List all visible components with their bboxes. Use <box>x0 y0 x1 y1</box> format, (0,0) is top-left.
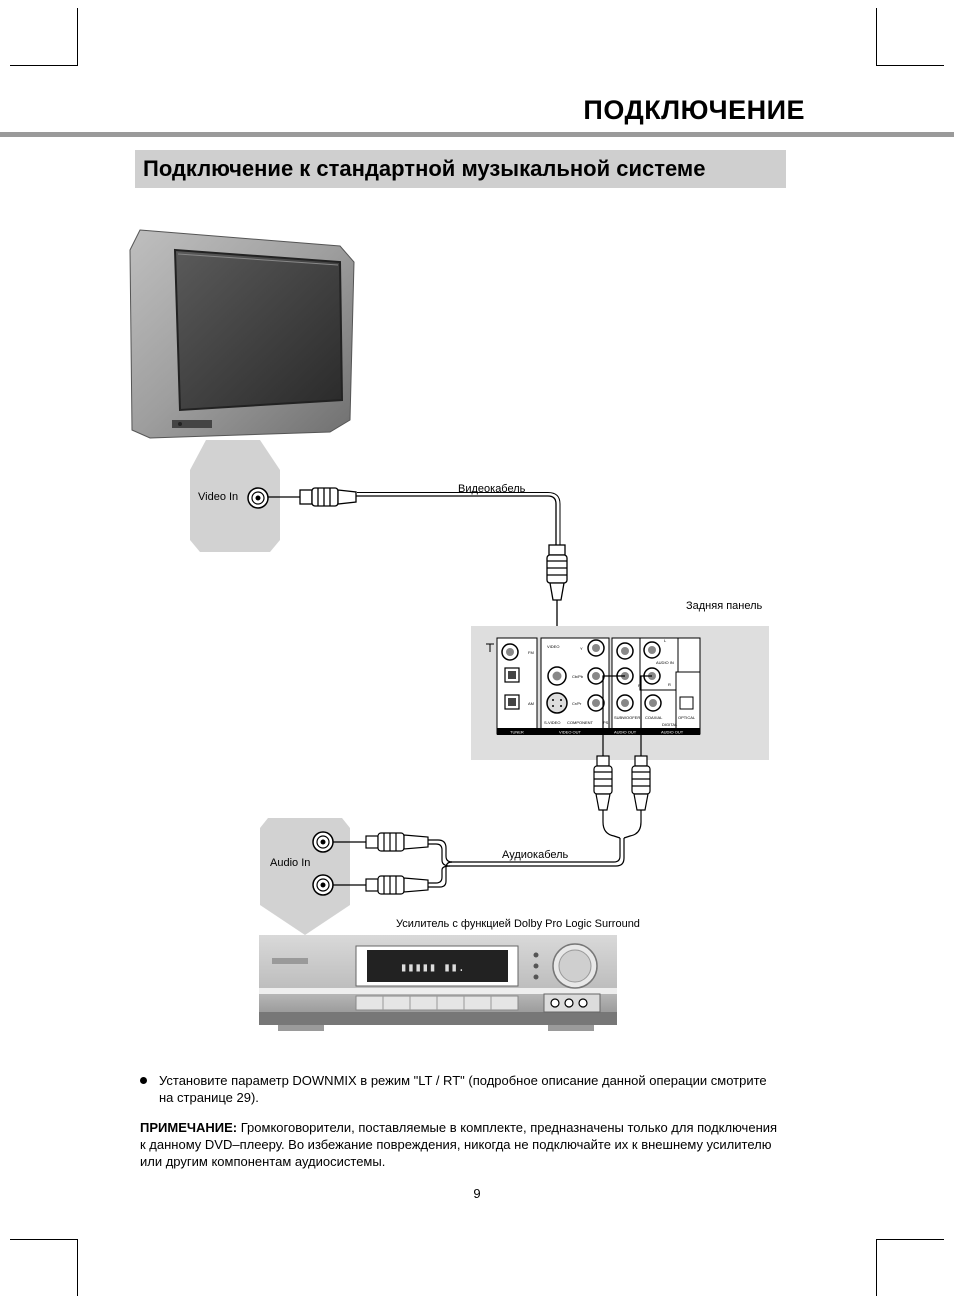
bullet-text-line2: на странице 29). <box>159 1090 259 1105</box>
amplifier-label: Усилитель с функцией Dolby Pro Logic Sur… <box>396 918 640 930</box>
crop-mark <box>876 8 877 65</box>
video-out-label: VIDEO OUT <box>559 730 582 735</box>
section-bar <box>135 150 786 188</box>
bullet-point <box>140 1077 147 1084</box>
note-line1: ПРИМЕЧАНИЕ: Громкоговорители, поставляем… <box>140 1119 777 1136</box>
crop-mark <box>876 1239 944 1240</box>
fm-label: FM <box>528 650 534 655</box>
audio-out-label-1: AUDIO OUT <box>614 730 637 735</box>
page-number: 9 <box>473 1186 481 1201</box>
cr-pr-label: Cr/Pr <box>572 701 582 706</box>
audio-out-label-2: AUDIO OUT <box>661 730 684 735</box>
note-label: ПРИМЕЧАНИЕ: <box>140 1120 238 1135</box>
crop-mark <box>876 1239 877 1296</box>
subwoofer-label: SUBWOOFER <box>614 715 640 720</box>
cb-pb-label: Cb/Pb <box>572 674 584 679</box>
note-line3: или другим компонентам аудиосистемы. <box>140 1154 386 1169</box>
audio-in-label: Audio In <box>270 857 311 869</box>
amplifier-illustration: ▮▮▮▮▮ ▮▮. <box>259 935 617 1031</box>
crop-mark <box>10 1239 78 1240</box>
crop-mark <box>10 65 78 66</box>
crop-mark <box>77 1239 78 1296</box>
r-label-out: R <box>638 683 641 688</box>
l-label: L <box>664 638 667 643</box>
rear-panel-label: Задняя панель <box>686 600 763 612</box>
tv-illustration <box>129 229 355 439</box>
component-label: COMPONENT <box>567 720 594 725</box>
coaxial-label: COAXIAL <box>645 715 663 720</box>
ps-label: PS <box>603 720 609 725</box>
crop-mark <box>77 8 78 65</box>
note-line1-text: Громкоговорители, поставляемые в комплек… <box>237 1120 778 1135</box>
section-title: Подключение к стандартной музыкальной си… <box>143 156 706 181</box>
audio-in-panel <box>260 818 350 935</box>
video-label: VIDEO <box>547 644 559 649</box>
rear-panel: TUNER VIDEO OUT AUDIO OUT AUDIO OUT FM A… <box>471 626 769 760</box>
r-label-in: R <box>668 682 671 687</box>
video-cable <box>268 487 568 675</box>
audio-cable-plugs <box>333 832 453 895</box>
audio-cable-label: Аудиокабель <box>502 849 569 861</box>
tuner-label: TUNER <box>510 730 524 735</box>
amp-display-text: ▮▮▮▮▮ ▮▮. <box>400 961 465 975</box>
s-video-label: S-VIDEO <box>544 720 560 725</box>
bullet-text-line1: Установите параметр DOWNMIX в режим "LT … <box>159 1073 767 1088</box>
header-rule <box>0 132 954 137</box>
audio-cable-panel-leads <box>450 675 652 867</box>
crop-mark <box>876 65 944 66</box>
video-in-label: Video In <box>198 491 239 503</box>
video-cable-label: Видеокабель <box>458 483 526 495</box>
am-label: AM <box>528 701 534 706</box>
page-title: ПОДКЛЮЧЕНИЕ <box>583 95 805 125</box>
digital-label: DIGITAL <box>662 722 678 727</box>
note-line2: к данному DVD–плееру. Во избежание повре… <box>140 1137 772 1152</box>
optical-label: OPTICAL <box>678 715 696 720</box>
video-in-panel <box>190 440 280 552</box>
y-label: Y <box>580 646 583 651</box>
audio-in-panel-label: AUDIO IN <box>656 660 674 665</box>
